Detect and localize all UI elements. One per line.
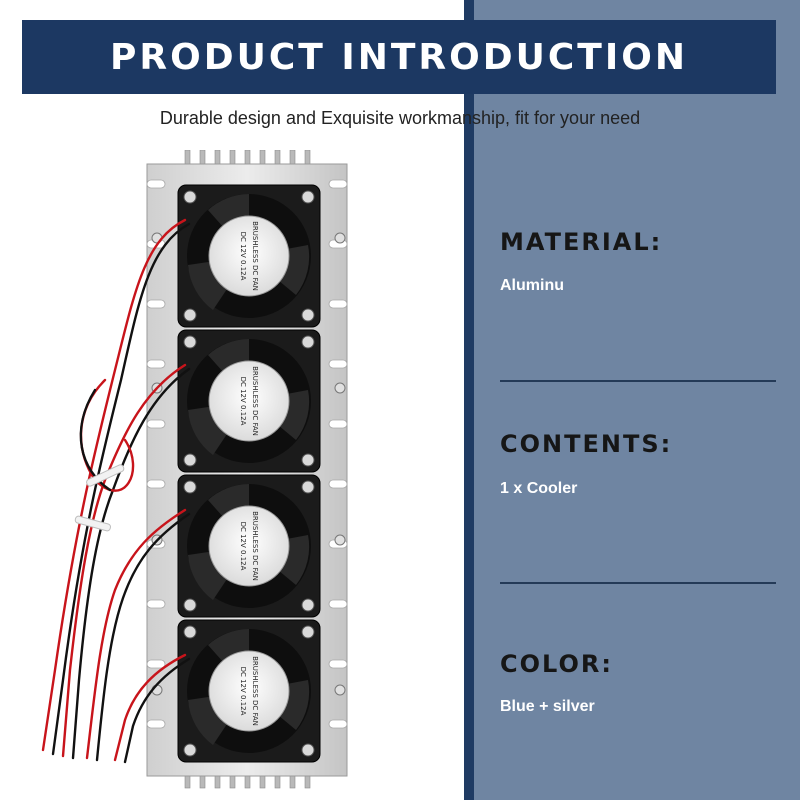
fan-label-line2: DC 12V 0.12A xyxy=(239,232,247,281)
fan-2: BRUSHLESS DC FAN DC 12V 0.12A xyxy=(177,329,321,473)
divider xyxy=(500,380,776,382)
spec-title-material: MATERIAL: xyxy=(500,228,663,256)
fan-label-line1: BRUSHLESS DC FAN xyxy=(251,221,259,291)
spec-title-color: COLOR: xyxy=(500,650,613,678)
spec-value-contents: 1 x Cooler xyxy=(500,480,578,497)
fan-label-line2: DC 12V 0.12A xyxy=(239,667,247,716)
fan-3: BRUSHLESS DC FAN DC 12V 0.12A xyxy=(177,474,321,618)
fan-4: BRUSHLESS DC FAN DC 12V 0.12A xyxy=(177,619,321,763)
spec-value-color: Blue + silver xyxy=(500,698,595,715)
banner-title: PRODUCT INTRODUCTION xyxy=(110,36,688,78)
title-banner: PRODUCT INTRODUCTION xyxy=(22,20,776,94)
fan-label-line2: DC 12V 0.12A xyxy=(239,377,247,426)
cable-ties xyxy=(74,464,125,532)
spec-title-contents: CONTENTS: xyxy=(500,430,673,458)
product-image: BRUSHLESS DC FAN DC 12V 0.12A BRUSHLESS … xyxy=(41,150,348,789)
divider xyxy=(500,582,776,584)
fan-1: BRUSHLESS DC FAN DC 12V 0.12A xyxy=(177,184,321,328)
fan-label-line1: BRUSHLESS DC FAN xyxy=(251,511,259,581)
fan-label-line1: BRUSHLESS DC FAN xyxy=(251,366,259,436)
spec-value-material: Aluminu xyxy=(500,277,564,294)
right-panel xyxy=(464,0,800,800)
fan-wires xyxy=(41,218,191,764)
subtitle: Durable design and Exquisite workmanship… xyxy=(159,108,641,128)
fan-label-line2: DC 12V 0.12A xyxy=(239,522,247,571)
panel-edge xyxy=(464,0,474,800)
fan-label-line1: BRUSHLESS DC FAN xyxy=(251,656,259,726)
